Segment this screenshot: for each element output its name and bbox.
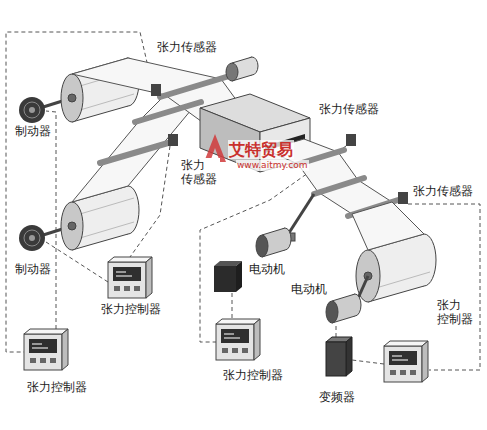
tension-controller xyxy=(24,329,68,370)
part-label: 张力 控制器 xyxy=(436,298,476,327)
motor-symbol xyxy=(326,276,368,323)
rewind-roll xyxy=(376,272,430,288)
motor-symbol xyxy=(332,294,355,301)
part-label: 张力传感器 xyxy=(412,184,474,198)
part-label: 变频器 xyxy=(318,390,356,404)
brake-symbol xyxy=(19,225,45,251)
material-web xyxy=(352,202,424,250)
brake-symbol xyxy=(29,107,35,113)
inverter-box xyxy=(326,342,346,376)
inverter-box xyxy=(346,337,352,376)
guide-roller xyxy=(100,143,168,163)
material-web xyxy=(352,202,424,250)
load-cell xyxy=(226,63,238,81)
brake-symbol xyxy=(24,230,40,246)
brake-symbol xyxy=(19,97,45,123)
part-label: 制动器 xyxy=(14,124,52,138)
material-web xyxy=(72,104,196,202)
part-label: 张力 传感器 xyxy=(180,158,220,187)
part-label: 张力传感器 xyxy=(156,40,218,54)
motor-symbol xyxy=(256,194,314,257)
drive-box xyxy=(214,261,242,292)
unwind-roll xyxy=(68,222,76,230)
tension-controller xyxy=(108,257,152,298)
tension-sensor xyxy=(168,134,178,146)
part-label: 张力控制器 xyxy=(222,368,284,382)
part-label: 张力控制器 xyxy=(100,302,162,316)
load-cell xyxy=(226,57,258,81)
load-cell xyxy=(232,57,252,63)
drive-box xyxy=(236,261,242,292)
unwind-roll xyxy=(80,222,134,238)
guide-roller xyxy=(135,102,201,122)
part-label: 电动机 xyxy=(248,262,286,276)
tension-sensor xyxy=(151,84,178,146)
tension-sensor xyxy=(346,134,356,146)
motor-symbol xyxy=(262,228,285,235)
control-wire xyxy=(352,360,384,364)
control-wire xyxy=(6,32,480,370)
tension-controller xyxy=(216,319,260,360)
part-label: 张力传感器 xyxy=(318,102,380,116)
tension-sensor xyxy=(151,84,161,96)
brake-symbol xyxy=(29,235,35,241)
tension-sensor xyxy=(398,192,408,204)
part-label: 张力控制器 xyxy=(26,380,88,394)
part-label: 电动机 xyxy=(290,282,328,296)
unwind-roll xyxy=(68,94,76,102)
part-label: 制动器 xyxy=(14,262,52,276)
watermark-text: www.aitmy.com xyxy=(236,160,309,171)
control-wire xyxy=(46,111,56,329)
guide-roller xyxy=(160,77,226,97)
watermark-text: 艾特贸易 xyxy=(228,140,294,159)
inverter-box xyxy=(326,337,352,376)
brake-symbol xyxy=(19,97,45,123)
drive-box xyxy=(214,266,236,292)
control-wire xyxy=(336,324,337,337)
guide-roller xyxy=(314,178,364,194)
motor-symbol xyxy=(256,235,268,257)
unwind-roll xyxy=(80,94,134,110)
brake-symbol xyxy=(19,225,45,251)
unwind-roll xyxy=(80,198,134,214)
brake-symbol xyxy=(24,102,40,118)
control-wire xyxy=(232,293,233,318)
motor-symbol xyxy=(326,301,338,323)
unwind-roll xyxy=(61,202,83,250)
tension-controller xyxy=(384,341,428,382)
unwind-roll xyxy=(61,74,83,122)
tension-sensor xyxy=(346,134,408,204)
